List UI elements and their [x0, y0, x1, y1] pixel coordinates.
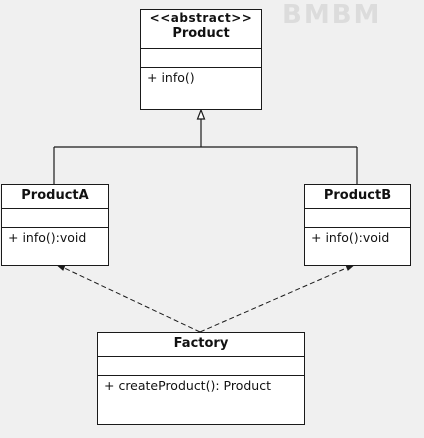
- class-name: Product: [172, 26, 230, 41]
- generalization-arrowhead: [196, 108, 206, 120]
- dependency-line-product-b: [199, 265, 352, 333]
- operation-label: + info(): [147, 70, 195, 85]
- dependency-line-product-a: [59, 265, 201, 333]
- attributes-compartment: [98, 357, 304, 376]
- class-factory[interactable]: Factory + createProduct(): Product: [97, 332, 305, 425]
- attributes-compartment: [141, 49, 261, 68]
- class-product-a[interactable]: ProductA + info():void: [1, 184, 109, 266]
- class-product-header: <<abstract>> Product: [141, 10, 261, 49]
- inheritance-connector: [53, 108, 358, 184]
- class-factory-header: Factory: [98, 333, 304, 357]
- stereotype-label: <<abstract>>: [149, 11, 253, 25]
- operation-label: + info():void: [311, 230, 390, 245]
- class-product[interactable]: <<abstract>> Product + info(): [140, 9, 262, 110]
- operation-label: + info():void: [8, 230, 87, 245]
- class-product-b-header: ProductB: [305, 185, 410, 209]
- operation-label: + createProduct(): Product: [104, 378, 271, 393]
- attributes-compartment: [305, 209, 410, 228]
- class-product-b[interactable]: ProductB + info():void: [304, 184, 411, 266]
- dependency-connectors: [54, 263, 357, 333]
- watermark: BMBM: [282, 0, 382, 30]
- class-product-a-header: ProductA: [2, 185, 108, 209]
- attributes-compartment: [2, 209, 108, 228]
